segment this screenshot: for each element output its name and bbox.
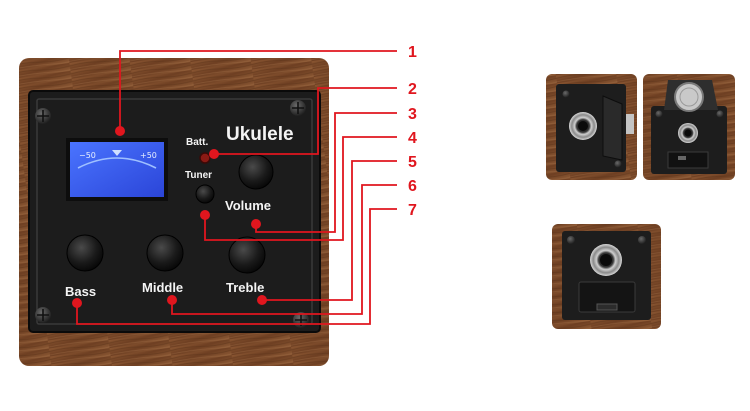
- main-preamp-photo: −50 +50 Ukulele Batt. Tuner Volume Bass …: [19, 58, 329, 366]
- callout-number-1: 1: [408, 44, 417, 61]
- lcd-pointer-icon: [112, 150, 122, 156]
- thumbnail-battery-open: [643, 74, 735, 180]
- callout-line-5: [262, 160, 397, 301]
- lcd-scale-right: +50: [140, 151, 157, 160]
- screw-icon: [614, 160, 622, 168]
- screw-icon: [716, 110, 724, 118]
- callout-leader-lines: [76, 50, 397, 325]
- callout-number-7: 7: [408, 202, 417, 219]
- callout-line-3: [255, 112, 397, 233]
- callout-line-7: [76, 208, 397, 325]
- callout-endpoints: [72, 126, 267, 308]
- callout-number-5: 5: [408, 154, 417, 171]
- treble-label: Treble: [226, 280, 264, 295]
- coin-battery-icon: [674, 82, 704, 112]
- volume-knob[interactable]: [238, 154, 274, 190]
- screw-icon: [567, 236, 575, 244]
- bass-knob[interactable]: [66, 234, 104, 272]
- callout-line-2: [214, 87, 397, 155]
- callout-line-1: [119, 50, 397, 131]
- lcd-needle-arc: [77, 157, 157, 169]
- batt-label: Batt.: [186, 137, 208, 148]
- middle-knob[interactable]: [146, 234, 184, 272]
- thumbnail-jack-front: [552, 224, 661, 329]
- callout-number-4: 4: [408, 130, 417, 147]
- brand-label: Ukulele: [226, 124, 294, 145]
- tuner-button[interactable]: [195, 184, 215, 204]
- battery-led-icon: [199, 152, 211, 164]
- screw-icon: [655, 110, 663, 118]
- bass-label: Bass: [65, 284, 96, 299]
- tuner-label: Tuner: [185, 170, 212, 181]
- callout-line-6: [171, 184, 397, 315]
- lcd-scale-left: −50: [79, 151, 96, 160]
- callout-number-3: 3: [408, 106, 417, 123]
- screw-icon: [638, 236, 646, 244]
- screw-icon: [562, 90, 570, 98]
- treble-knob[interactable]: [228, 236, 266, 274]
- callout-number-2: 2: [408, 81, 417, 98]
- volume-label: Volume: [225, 198, 271, 213]
- callout-line-4: [204, 136, 397, 241]
- callout-number-6: 6: [408, 178, 417, 195]
- thumbnail-jack-side: [546, 74, 637, 180]
- middle-label: Middle: [142, 280, 183, 295]
